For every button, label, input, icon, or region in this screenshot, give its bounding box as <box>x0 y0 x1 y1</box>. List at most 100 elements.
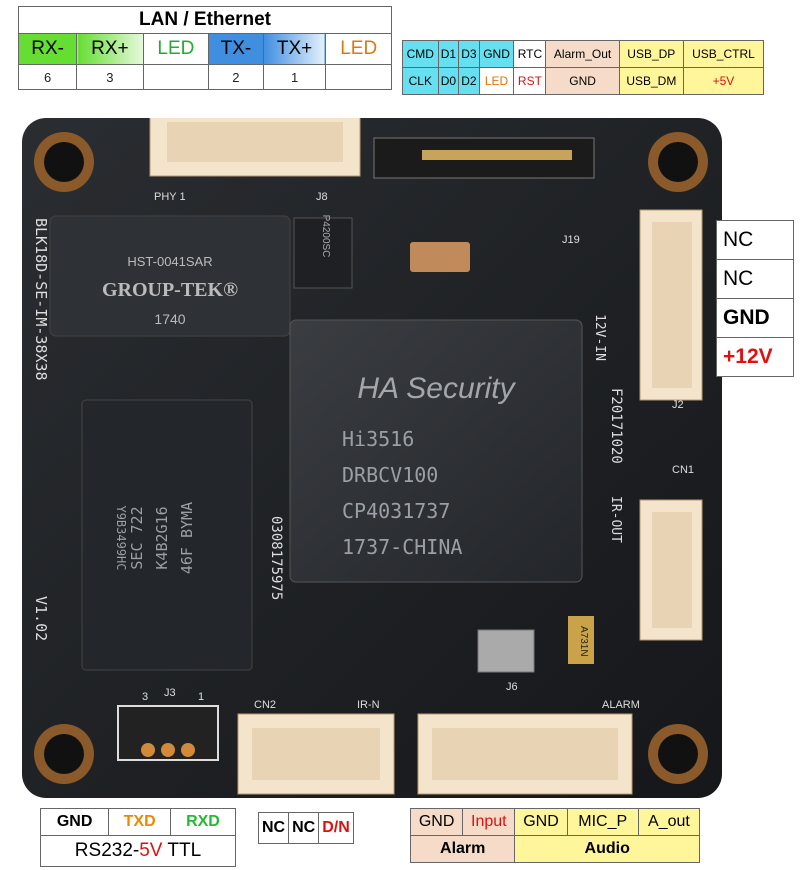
audio-pin-label: A_out <box>637 808 701 836</box>
tf-pin-label: CMD <box>402 40 439 68</box>
silkscreen-date: F20171020 <box>608 388 624 464</box>
tf-pin-label: D1 <box>437 40 460 68</box>
tf-pin-label: D3 <box>458 40 480 68</box>
tf-pin-label: RTC <box>513 40 547 68</box>
silk-label-j6: J6 <box>506 681 518 693</box>
mount-hole <box>34 132 94 192</box>
power-pin-label: NC <box>716 259 794 299</box>
tf-pin-label: D2 <box>458 67 480 95</box>
ram-code-text: Y9B3499HC <box>114 505 128 570</box>
tf-pin-label: USB_CTRL <box>682 40 765 68</box>
tf-pin-label: LED <box>478 67 515 95</box>
rs232-caption-a: RS232- <box>74 840 140 861</box>
mount-hole <box>648 132 708 192</box>
tf-pin-label: CLK <box>402 67 439 95</box>
alarm-audio-pinout-table: GND Input GND MIC_P A_out Alarm Audio <box>409 808 701 863</box>
silkscreen-date-code: 0308175975 <box>268 516 284 600</box>
rs232-caption-voltage: 5V <box>139 840 163 861</box>
silkscreen-12v: 12V-IN <box>592 314 607 361</box>
rs232-pin-label: GND <box>39 808 110 836</box>
silk-label-j3: J3 <box>164 687 176 699</box>
dn-pin-label: NC <box>288 812 320 844</box>
power-pin-label: GND <box>716 298 794 338</box>
lan-pin-label: RX+ <box>76 33 144 65</box>
dn-pin-label: D/N <box>318 812 354 844</box>
tf-pin-label: +5V <box>682 67 765 95</box>
silk-label-alarm: ALARM <box>602 699 640 711</box>
soc-text: CP4031737 <box>342 499 450 523</box>
silkscreen-irout: IR-OUT <box>608 496 623 543</box>
tf-pin-label: GND <box>478 40 515 68</box>
ram-text: K4B2G16 <box>153 506 171 569</box>
mount-hole <box>648 724 708 784</box>
lan-title: LAN / Ethernet <box>18 6 392 34</box>
lan-pinout-table: LAN / Ethernet RX- RX+ LED TX- TX+ LED 6… <box>17 6 392 90</box>
small-chip <box>568 616 594 664</box>
transformer-text: GROUP-TEK® <box>102 279 238 301</box>
mount-hole <box>34 724 94 784</box>
crystal-oscillator <box>477 629 535 673</box>
lan-pin-label: TX- <box>208 33 264 65</box>
alarm-group-label: Alarm <box>409 835 516 863</box>
ram-chip <box>81 399 253 671</box>
tf-pin-label: Alarm_Out <box>545 40 620 68</box>
silk-label-pin1: 1 <box>198 691 204 703</box>
silkscreen-model: BLK18D-SE-IM-38X38 <box>32 218 50 381</box>
soc-text: 1737-CHINA <box>342 535 462 559</box>
diode-component <box>293 217 353 289</box>
soc-chip <box>289 319 583 583</box>
lan-pin-number: 3 <box>76 64 144 90</box>
rs232-caption: RS232-5V TTL <box>40 835 236 867</box>
dn-pin-label: NC <box>257 812 290 844</box>
rs232-caption-c: TTL <box>162 840 202 861</box>
lan-pin-label: RX- <box>17 33 78 65</box>
tf-pin-label: RST <box>513 67 547 95</box>
tf-pin-label: GND <box>545 67 620 95</box>
silk-label-j2: J2 <box>672 399 684 411</box>
rs232-pin-label: TXD <box>108 808 171 836</box>
lan-pin-number: 2 <box>208 64 264 90</box>
tf-pin-label: USB_DM <box>618 67 684 95</box>
silk-label-j19: J19 <box>562 234 580 246</box>
lan-pin-label: LED <box>325 33 392 65</box>
lan-pin-label: TX+ <box>262 33 327 65</box>
diode-text: P4200SC <box>320 215 331 258</box>
capacitor <box>410 242 470 272</box>
lan-pin-number <box>325 64 392 90</box>
tf-pin-label: D0 <box>437 67 460 95</box>
rs232-pinout-table: GND TXD RXD RS232-5V TTL <box>39 808 237 867</box>
power-pin-label: +12V <box>716 337 794 377</box>
camera-board-photo: HST-0041SAR GROUP-TEK® 1740 P4200SC HA S… <box>22 118 722 798</box>
transformer-chip <box>49 215 291 337</box>
audio-pin-label: MIC_P <box>566 808 639 836</box>
audio-pin-label: Input <box>462 808 516 836</box>
daynight-pinout-table: NC NC D/N <box>257 812 354 844</box>
tf-pin-label: USB_DP <box>618 40 684 68</box>
silk-label-cn2: CN2 <box>254 699 276 711</box>
rs232-pin-label: RXD <box>169 808 237 836</box>
lan-pin-label: LED <box>142 33 210 65</box>
small-chip-text: A731N <box>578 626 589 657</box>
lan-pin-number: 1 <box>262 64 327 90</box>
audio-pin-label: GND <box>514 808 568 836</box>
ram-text: SEC 722 <box>128 506 146 569</box>
silk-label-phy: PHY 1 <box>154 191 186 203</box>
soc-text: Hi3516 <box>342 427 414 451</box>
silk-label-cn1: CN1 <box>672 464 694 476</box>
power-pin-label: NC <box>716 220 794 260</box>
silkscreen-version: V1.02 <box>32 596 50 641</box>
soc-text: DRBCV100 <box>342 463 438 487</box>
audio-pin-label: GND <box>409 808 464 836</box>
silk-label-irn: IR-N <box>357 699 380 711</box>
lan-pin-number: 6 <box>17 64 78 90</box>
watermark-text: HA Security <box>357 372 516 405</box>
silk-label-j8: J8 <box>316 191 328 203</box>
transformer-text: HST-0041SAR <box>127 254 212 269</box>
silk-label-pin3: 3 <box>142 691 148 703</box>
transformer-text: 1740 <box>154 311 185 327</box>
ram-text: 46F BYMA <box>178 502 196 574</box>
audio-group-label: Audio <box>514 835 700 863</box>
power-pinout-table: NC NC GND +12V <box>716 220 794 377</box>
lan-pin-number <box>142 64 210 90</box>
